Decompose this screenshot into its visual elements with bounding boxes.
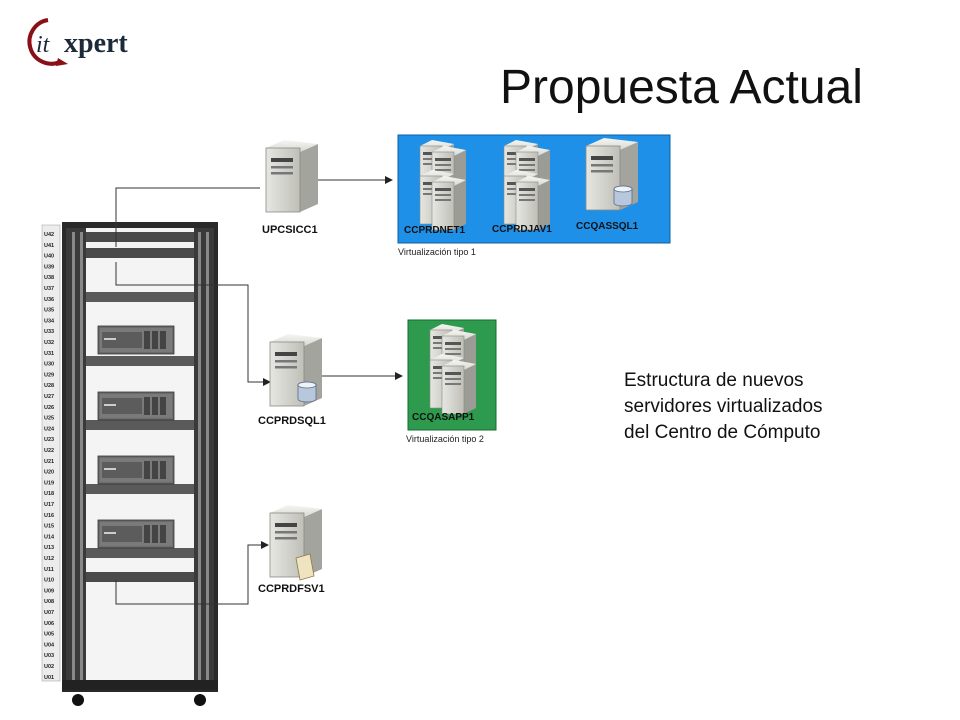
connector-upcsicc1 <box>115 187 260 247</box>
rack-unit-label: U09 <box>44 588 54 594</box>
rack-server-3 <box>97 455 175 485</box>
rack-unit-label: U08 <box>44 599 54 605</box>
rack-unit-label: U36 <box>44 297 54 303</box>
group-caption: Virtualización tipo 2 <box>406 434 484 444</box>
rack-unit-label: U21 <box>44 459 54 465</box>
rack-unit-label: U42 <box>44 232 54 238</box>
rack-unit-label: U01 <box>44 675 54 681</box>
rack-unit-label: U24 <box>44 426 55 432</box>
rack-unit-label: U25 <box>44 416 54 422</box>
rack-unit-label: U37 <box>44 286 54 292</box>
rack-unit-label: U34 <box>44 318 55 324</box>
rack-unit-label: U23 <box>44 437 54 443</box>
rack-unit-label: U20 <box>44 470 54 476</box>
rack-unit-label: U18 <box>44 491 54 497</box>
rack-unit-label: U31 <box>44 351 54 357</box>
vm-cluster-icon <box>504 140 550 230</box>
itexpert-logo: it xpert <box>27 18 128 66</box>
svg-text:xpert: xpert <box>64 28 128 59</box>
server-upcsicc1: UPCSICC1 <box>262 139 319 236</box>
rack-unit-label: U26 <box>44 405 54 411</box>
description-text: Estructura de nuevos servidores virtuali… <box>624 368 904 446</box>
vm-label: CCQASAPP1 <box>412 412 475 423</box>
rack-unit-label: U38 <box>44 275 54 281</box>
description-line: del Centro de Cómputo <box>624 422 821 443</box>
rack-unit-label: U19 <box>44 480 54 486</box>
rack-unit-label: U14 <box>44 534 55 540</box>
rack-server-1 <box>97 325 175 355</box>
rack-unit-label: U15 <box>44 524 54 530</box>
rack-unit-label: U17 <box>44 502 54 508</box>
rack-unit-label: U27 <box>44 394 54 400</box>
rack-unit-label: U29 <box>44 372 54 378</box>
vm-label: CCPRDJAV1 <box>492 224 552 235</box>
rack-unit-label: U11 <box>44 567 54 573</box>
rack-unit-label: U22 <box>44 448 54 454</box>
rack-unit-strip <box>41 224 61 682</box>
rack-unit-label: U41 <box>44 243 54 249</box>
server-label: CCPRDFSV1 <box>258 583 325 595</box>
server-rack: U42U41U40U39U38U37U36U35U34U33U32U31U30U… <box>41 222 218 706</box>
rack-unit-label: U30 <box>44 362 54 368</box>
server-ccprdfsv1: CCPRDFSV1 <box>258 504 325 595</box>
description-line: servidores virtualizados <box>624 396 823 417</box>
connector-ccprdfsv1 <box>115 541 269 605</box>
database-icon <box>613 185 633 207</box>
vm-cluster-icon <box>420 140 466 230</box>
server-ccprdsql1: CCPRDSQL1 <box>258 333 326 427</box>
virtualization-group-1: CCPRDNET1 CCPRDJAV1 CCQASSQL1 Virtualiza… <box>397 134 671 257</box>
rack-unit-label: U28 <box>44 383 54 389</box>
rack-unit-label: U13 <box>44 545 54 551</box>
description-line: Estructura de nuevos <box>624 370 804 391</box>
rack-unit-label: U39 <box>44 264 54 270</box>
group-caption: Virtualización tipo 1 <box>398 247 476 257</box>
server-label: CCPRDSQL1 <box>258 415 326 427</box>
virtualization-group-2: CCQASAPP1 Virtualización tipo 2 <box>406 319 497 444</box>
rack-unit-label: U03 <box>44 653 54 659</box>
svg-text:it: it <box>36 32 51 58</box>
connector-ccprdsql1 <box>115 262 271 386</box>
rack-unit-label: U32 <box>44 340 54 346</box>
rack-server-4 <box>97 519 175 549</box>
rack-server-2 <box>97 391 175 421</box>
rack-unit-label: U40 <box>44 254 54 260</box>
rack-unit-label: U06 <box>44 621 54 627</box>
folder-icon <box>295 553 315 581</box>
rack-unit-label: U04 <box>44 642 55 648</box>
page-title: Propuesta Actual <box>500 61 863 114</box>
rack-unit-label: U10 <box>44 578 54 584</box>
vm-label: CCPRDNET1 <box>404 225 466 236</box>
rack-unit-label: U33 <box>44 329 54 335</box>
rack-unit-label: U05 <box>44 632 54 638</box>
vm-label: CCQASSQL1 <box>576 221 639 232</box>
database-icon <box>297 381 317 403</box>
rack-unit-label: U16 <box>44 513 54 519</box>
server-label: UPCSICC1 <box>262 224 318 236</box>
rack-unit-label: U02 <box>44 664 54 670</box>
server-icon <box>265 139 319 213</box>
rack-unit-label: U07 <box>44 610 54 616</box>
file-server-icon <box>269 504 323 578</box>
vm-cluster-icon <box>430 324 476 414</box>
rack-unit-label: U12 <box>44 556 54 562</box>
rack-unit-label: U35 <box>44 308 54 314</box>
